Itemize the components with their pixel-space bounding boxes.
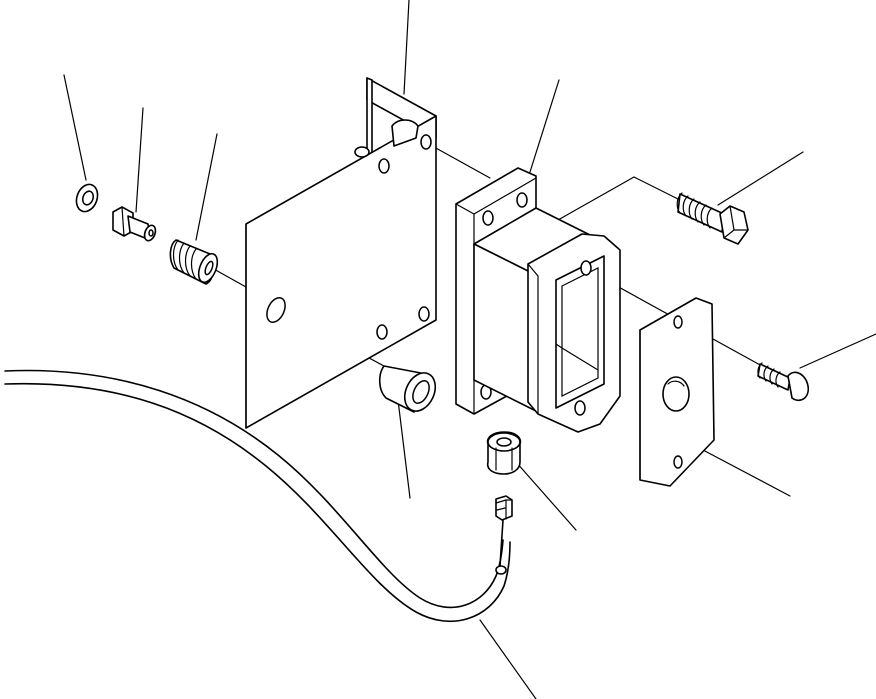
leader-hex-bolt <box>717 151 804 206</box>
bolt-threads <box>676 192 713 229</box>
leader-bracket-housing <box>529 79 560 173</box>
bushing <box>378 365 437 413</box>
screw-head <box>787 371 810 402</box>
round-head-screw <box>757 362 810 402</box>
connector-cable <box>4 369 513 622</box>
plate-side-flange <box>366 77 373 161</box>
cable-outer-edge <box>4 369 504 609</box>
leader-nut <box>515 461 577 531</box>
gasket-plate <box>639 297 715 487</box>
mounting-plate <box>245 77 437 429</box>
axis-bolt-to-housing-2 <box>633 176 681 201</box>
housing-flange-hole-2 <box>516 192 528 208</box>
leader-grease-fitting <box>135 107 144 213</box>
leader-round-head-screw <box>799 333 876 369</box>
leader-mounting-plate <box>403 0 410 95</box>
plate-inner-stud <box>391 119 419 147</box>
screw-shank <box>757 363 791 391</box>
washer <box>75 183 99 213</box>
leader-coupling <box>195 133 218 241</box>
screw-threads <box>757 362 781 388</box>
hex-bolt <box>676 192 749 245</box>
cable-lead <box>499 519 504 567</box>
plate-stud-top <box>354 146 370 158</box>
leader-washer <box>63 74 87 181</box>
plate-hole-lower-left <box>376 324 388 340</box>
cable-plug <box>495 495 513 521</box>
gasket-hole-top <box>673 315 683 329</box>
grease-fitting <box>112 206 157 242</box>
nut <box>486 431 522 475</box>
housing-flange-hole-1 <box>482 210 494 226</box>
nut-bore <box>496 437 512 447</box>
axis-coupling-to-plate <box>211 267 247 288</box>
housing-window <box>555 255 605 409</box>
gasket-hole-bottom <box>673 455 683 469</box>
bracket-housing <box>455 167 621 433</box>
plate-hole-upper-right <box>420 134 432 150</box>
gasket-center-boss <box>662 376 690 412</box>
housing-frame-hole-bottom <box>574 400 586 416</box>
bushing-bore <box>412 379 430 405</box>
cable-end <box>495 565 507 575</box>
washer-inner <box>81 190 95 206</box>
leader-gasket-plate <box>702 449 791 497</box>
housing-frame-hole-top <box>580 260 592 276</box>
cable-inner-edge <box>4 382 511 622</box>
plate-hole-upper-left <box>378 158 390 174</box>
leader-bushing <box>397 399 411 499</box>
coupling-threads <box>172 239 197 280</box>
plate-center-hole <box>266 296 286 324</box>
plate-hole-lower-right <box>418 306 430 322</box>
leader-connector-cable <box>479 619 537 699</box>
axis-bolt-to-housing <box>557 176 635 221</box>
leader-lines <box>63 0 876 699</box>
coupling <box>169 239 219 285</box>
